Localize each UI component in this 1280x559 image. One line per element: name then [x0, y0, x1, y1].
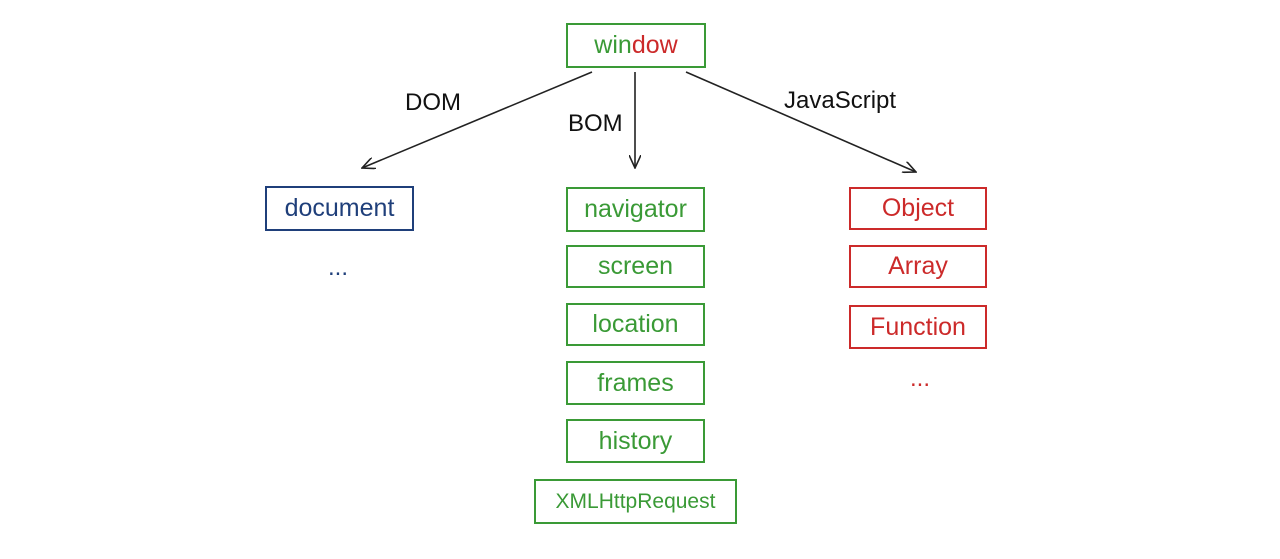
bom-node-xmlhttprequest: XMLHttpRequest	[534, 479, 737, 524]
window-label-part-a: win	[594, 31, 632, 59]
bom-node-navigator: navigator	[566, 187, 705, 232]
bom-node-frames: frames	[566, 361, 705, 405]
arrow-window-to-javascript	[685, 71, 916, 172]
window-label-part-b: dow	[631, 31, 678, 59]
dom-more-ellipsis: ...	[328, 254, 349, 281]
bom-node-location: location	[566, 303, 705, 346]
bom-node-history: history	[566, 419, 705, 463]
js-node-array: Array	[849, 245, 987, 288]
javascript-edge-label: JavaScript	[784, 87, 897, 114]
js-node-object: Object	[849, 187, 987, 230]
dom-node-document: document	[265, 186, 414, 231]
dom-edge-label: DOM	[405, 89, 461, 116]
bom-node-screen: screen	[566, 245, 705, 288]
arrow-window-to-dom	[362, 71, 593, 168]
bom-edge-label: BOM	[568, 110, 623, 137]
js-more-ellipsis: ...	[910, 365, 931, 392]
js-node-function: Function	[849, 305, 987, 349]
